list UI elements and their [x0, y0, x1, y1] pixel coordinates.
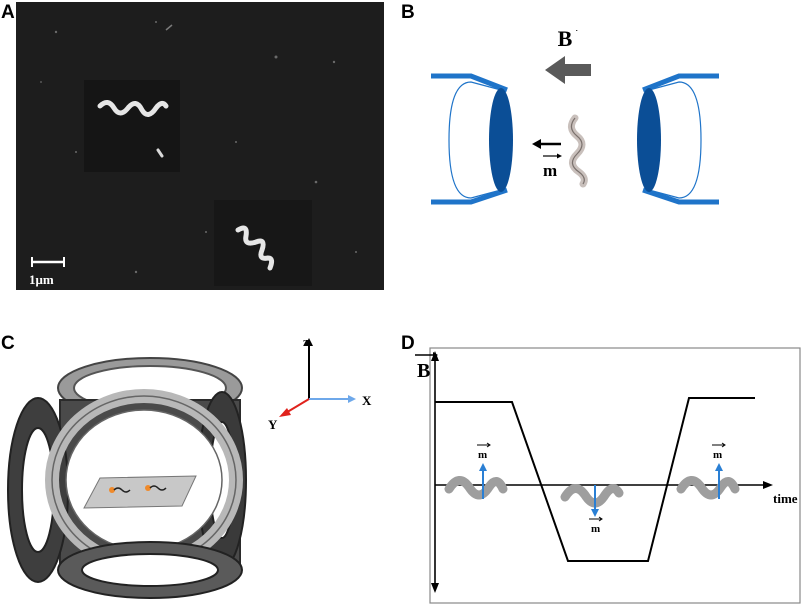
moment-symbol-2: m [591, 523, 600, 535]
left-coil [431, 73, 513, 205]
helix-robot-1 [97, 100, 169, 117]
panel-label-a: A [1, 2, 15, 23]
robot-state-2 [560, 484, 624, 517]
robot-state-3 [676, 463, 740, 500]
moment-symbol-m: m [543, 161, 557, 180]
sample-plane [83, 475, 197, 509]
panel-label-d: D [401, 333, 415, 354]
panel-label-b: B [401, 2, 415, 23]
robot-state-1 [444, 463, 508, 500]
plot-frame [429, 347, 801, 604]
axis-label-y: Y [268, 417, 278, 432]
microrobot-samples [109, 485, 167, 493]
coil-system-3d: z X Y [7, 334, 372, 599]
field-time-plot: time B m m m [415, 347, 801, 604]
field-vector-arrow-head [576, 30, 578, 31]
moment-arrow [532, 139, 561, 149]
axis-label-z: z [303, 334, 309, 349]
moment-vector-head-2 [589, 516, 603, 522]
scale-bar [31, 257, 65, 267]
time-axis-label: time [773, 491, 798, 506]
field-direction-arrow [545, 56, 591, 84]
panel-label-c: C [1, 333, 15, 354]
axis-label-x: X [362, 393, 372, 408]
moment-symbol-1: m [478, 449, 487, 461]
field-vector-arrow-head-d [415, 352, 438, 358]
right-coil [637, 73, 719, 205]
moment-symbol-3: m [713, 449, 722, 461]
moment-vector-head-3 [712, 442, 726, 448]
sem-debris [40, 21, 357, 274]
bottom-coil-ring [57, 541, 243, 599]
left-coil-ring [7, 397, 69, 583]
sem-scan-region-1 [84, 80, 180, 172]
field-waveform [435, 397, 755, 562]
sem-background [16, 2, 384, 290]
moment-vector-arrow-head [543, 153, 562, 159]
sem-micrograph: 1μm [16, 2, 384, 290]
helix-robot-2 [235, 225, 275, 271]
field-symbol-b: B [558, 30, 573, 51]
helix-robot [568, 114, 588, 188]
coil-diagram: B m [431, 30, 719, 205]
field-symbol-d: B [417, 360, 430, 382]
scale-bar-label: 1μm [29, 272, 54, 287]
moment-vector-head-1 [477, 442, 491, 448]
coordinate-axes [279, 338, 356, 417]
